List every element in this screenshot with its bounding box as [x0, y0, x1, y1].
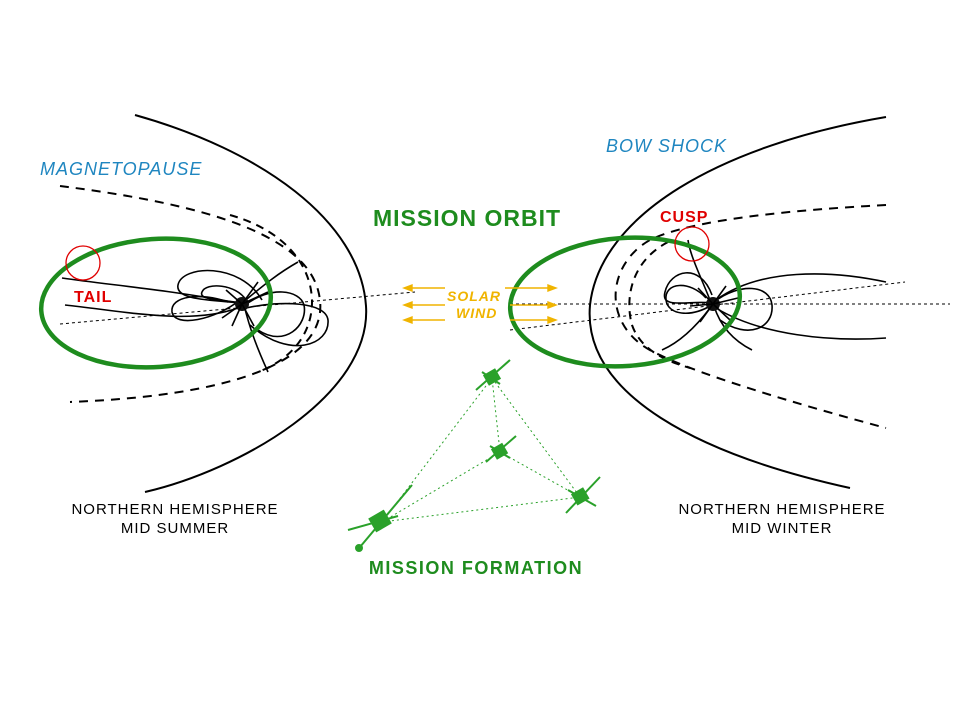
- right-bow-shock-boundary: [588, 116, 887, 489]
- right-field-line-2: [665, 284, 713, 314]
- bow-shock-label: BOW SHOCK: [606, 136, 727, 156]
- tail-label: TAIL: [74, 289, 112, 306]
- satellite-right: [565, 476, 601, 514]
- left-field-line-1: [177, 269, 263, 304]
- right-magnetopause-dashed: [614, 204, 887, 429]
- right-field-line-8: [713, 305, 753, 351]
- tail-highlight-circle: [65, 245, 101, 281]
- formation-links: [381, 377, 581, 523]
- cusp-label: CUSP: [660, 209, 708, 226]
- solar-wind-arrows: [402, 283, 558, 325]
- right-caption-line2: MID WINTER: [732, 520, 833, 537]
- right-field-line-4: [715, 273, 887, 301]
- left-panel: [38, 114, 416, 493]
- left-tail-line: [64, 304, 239, 318]
- cusp-highlight-circle: [674, 226, 710, 262]
- wind-label: WIND: [456, 305, 497, 321]
- right-panel: [507, 116, 950, 489]
- left-field-line-4: [245, 302, 329, 347]
- right-field-line-1: [663, 272, 713, 304]
- satellite-top: [475, 359, 511, 391]
- right-field-line-5: [715, 307, 887, 340]
- solar-label: SOLAR: [447, 288, 501, 304]
- left-bow-shock-boundary: [134, 114, 368, 493]
- left-mission-orbit: [38, 236, 274, 370]
- left-caption-line1: NORTHERN HEMISPHERE: [71, 501, 278, 518]
- left-inner-dashed: [229, 214, 314, 373]
- right-mission-orbit: [507, 235, 743, 369]
- mission-formation-label: MISSION FORMATION: [369, 558, 583, 578]
- mission-formation: [347, 359, 601, 552]
- magnetopause-label: MAGNETOPAUSE: [40, 159, 202, 179]
- left-caption-line2: MID SUMMER: [121, 520, 229, 537]
- satellite-middle: [485, 435, 517, 463]
- left-earth-spikes: [221, 281, 269, 327]
- right-inner-dashed: [628, 241, 691, 369]
- right-caption-line1: NORTHERN HEMISPHERE: [678, 501, 885, 518]
- right-earth-spikes: [689, 285, 739, 323]
- left-magnetopause-dashed: [59, 185, 322, 403]
- satellite-left: [347, 484, 413, 552]
- left-tail-line-2: [61, 277, 239, 304]
- mission-orbit-label: MISSION ORBIT: [373, 205, 561, 231]
